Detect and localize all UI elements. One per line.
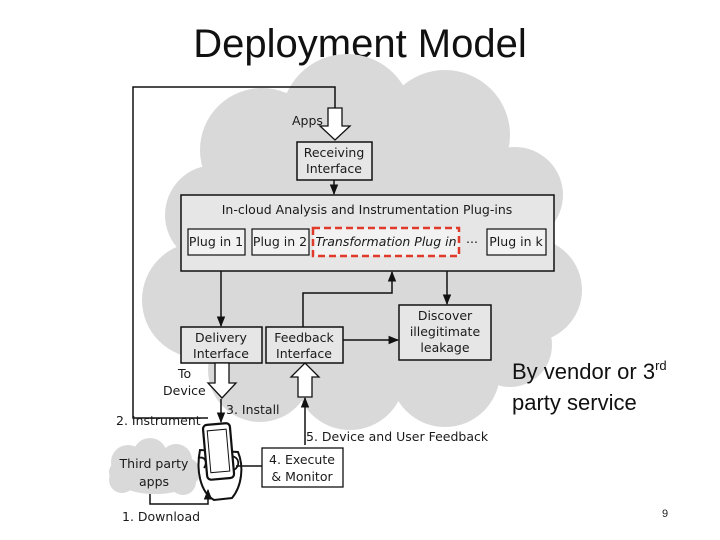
to-device-label: To (177, 366, 191, 381)
download-label: 1. Download (122, 509, 200, 524)
feedback-interface-label: Feedback (274, 330, 334, 345)
receiving-interface-box (296, 141, 373, 181)
execute-monitor-label: 4. Execute (269, 452, 335, 467)
execute-monitor-box (261, 447, 344, 488)
plugin-2-label: Plug in 2 (253, 234, 307, 249)
to-device-label: Device (163, 383, 206, 398)
feedback-interface-box (265, 326, 344, 364)
third-party-label: apps (139, 474, 169, 489)
instrument-label: 2. Instrument (116, 413, 201, 428)
analysis-title: In-cloud Analysis and Instrumentation Pl… (222, 202, 513, 217)
third-party-label: Third party (119, 456, 189, 471)
plugin-1-label: Plug in 1 (189, 234, 243, 249)
to-device-arrow (206, 362, 238, 399)
side-note: By vendor or 3rd party service (512, 356, 712, 418)
install-label: 3. Install (226, 402, 280, 417)
plugin-k-box (486, 228, 547, 256)
download-arrow (149, 488, 213, 505)
execute-monitor-label: & Monitor (271, 469, 333, 484)
plugin-ellipsis: ... (466, 231, 478, 246)
feedback-interface-label: Interface (276, 346, 332, 361)
delivery-interface-label: Interface (193, 346, 249, 361)
plugin-k-label: Plug in k (489, 234, 543, 249)
transformation-plugin-box (311, 226, 461, 258)
smartphone-hand-icon (197, 422, 243, 502)
plugin-1-box (187, 228, 246, 256)
discover-leakage-label: Discover (418, 308, 473, 323)
page-number: 9 (662, 508, 669, 520)
plugin-2-box (251, 228, 310, 256)
third-party-cloud (109, 438, 201, 495)
side-note-text: party service (512, 390, 637, 415)
discover-leakage-label: leakage (420, 340, 469, 355)
discover-leakage-label: illegitimate (410, 324, 481, 339)
apps-input-arrow (318, 107, 352, 141)
feedback-to-analysis-arrow (302, 270, 397, 327)
device-user-feedback-label: 5. Device and User Feedback (306, 429, 489, 444)
side-note-superscript: rd (655, 358, 667, 373)
receiving-interface-label: Receiving (304, 145, 365, 160)
receiving-interface-label: Interface (306, 161, 362, 176)
apps-loop-line (132, 86, 336, 419)
delivery-interface-label: Delivery (195, 330, 247, 345)
discover-leakage-box (398, 304, 492, 361)
apps-label: Apps (292, 113, 323, 128)
device-feedback-arrow (289, 362, 321, 398)
side-note-text: By vendor or 3 (512, 359, 656, 384)
transformation-plugin-label: Transformation Plug in (315, 234, 456, 249)
